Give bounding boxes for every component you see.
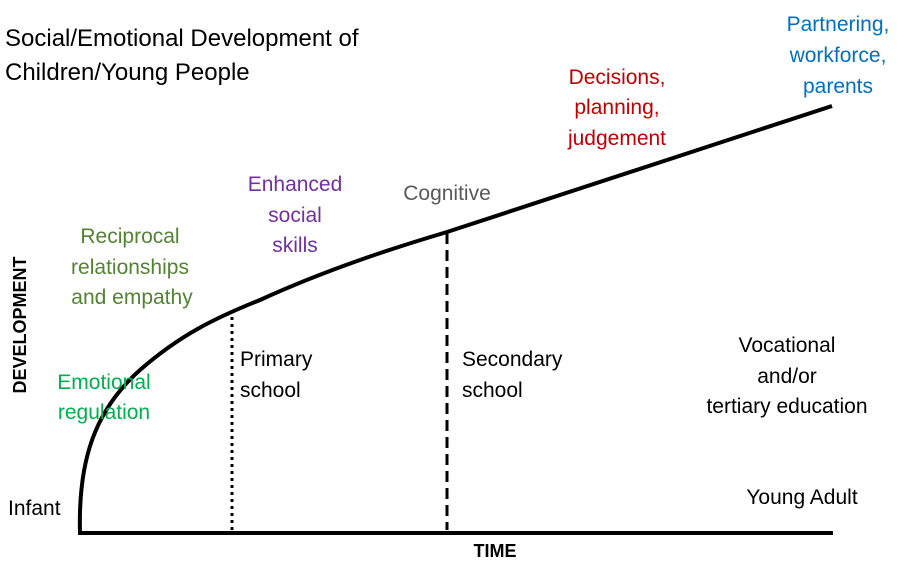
- secondary-school-label: Secondary school: [462, 348, 563, 402]
- partnering-line-2: workforce,: [789, 44, 887, 67]
- reciprocal-line-2: relationships: [71, 256, 189, 279]
- decisions-line-2: planning,: [574, 96, 659, 119]
- tertiary-line-2: and/or: [757, 365, 817, 388]
- infant-label: Infant: [8, 497, 61, 520]
- tertiary-line-1: Vocational: [739, 334, 836, 357]
- social-line-2: social: [268, 204, 322, 227]
- reciprocal-relationships-label: Reciprocal relationships and empathy: [71, 225, 193, 309]
- emotional-line-2: regulation: [58, 401, 150, 424]
- partnering-line-1: Partnering,: [787, 13, 890, 36]
- primary-line-1: Primary: [240, 348, 313, 371]
- secondary-line-2: school: [462, 379, 523, 402]
- tertiary-label: Vocational and/or tertiary education: [706, 334, 867, 418]
- secondary-line-1: Secondary: [462, 348, 563, 371]
- title-line-2: Children/Young People: [5, 59, 250, 86]
- partnering-line-3: parents: [803, 75, 873, 98]
- decisions-line-3: judgement: [567, 127, 666, 150]
- partnering-label: Partnering, workforce, parents: [787, 13, 890, 98]
- enhanced-social-skills-label: Enhanced social skills: [248, 173, 343, 257]
- emotional-regulation-label: Emotional regulation: [57, 371, 150, 424]
- reciprocal-line-3: and empathy: [71, 286, 193, 309]
- decisions-line-1: Decisions,: [569, 66, 666, 89]
- cognitive-label: Cognitive: [403, 182, 491, 205]
- emotional-line-1: Emotional: [57, 371, 150, 394]
- primary-school-label: Primary school: [240, 348, 313, 402]
- tertiary-line-3: tertiary education: [706, 395, 867, 418]
- reciprocal-line-1: Reciprocal: [80, 225, 179, 248]
- primary-line-2: school: [240, 379, 301, 402]
- y-axis-label: DEVELOPMENT: [10, 256, 30, 393]
- young-adult-label: Young Adult: [746, 486, 858, 509]
- x-axis-label: TIME: [474, 541, 517, 561]
- decisions-label: Decisions, planning, judgement: [567, 66, 666, 150]
- development-curve: [77, 104, 833, 534]
- social-line-1: Enhanced: [248, 173, 343, 196]
- social-line-3: skills: [272, 234, 318, 257]
- title-line-1: Social/Emotional Development of: [5, 25, 359, 52]
